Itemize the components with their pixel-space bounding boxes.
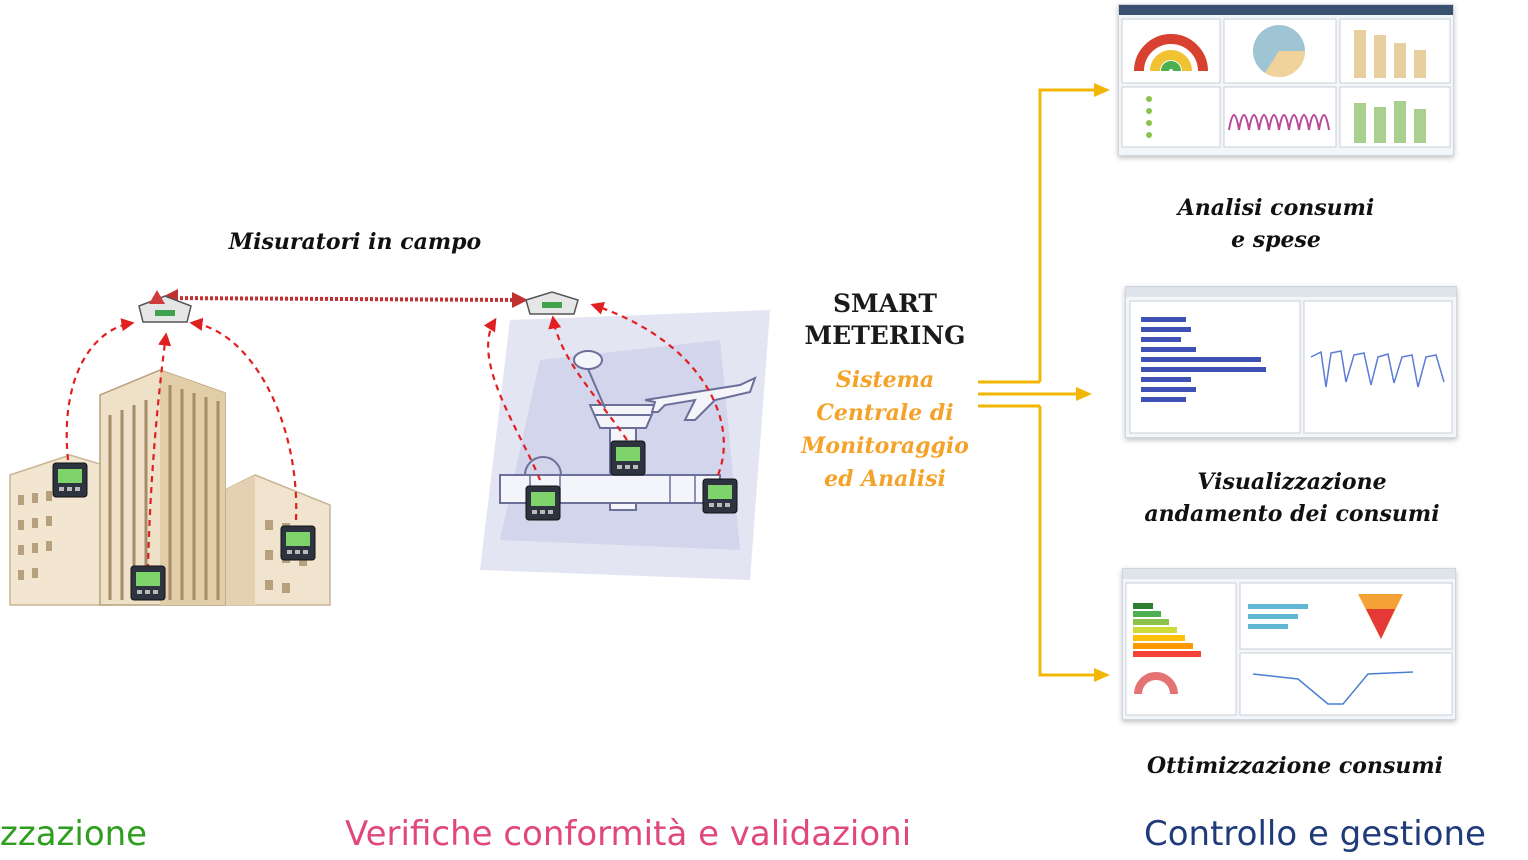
footer-middle: Verifiche conformità e validazioni (345, 814, 912, 854)
meter-icon (130, 565, 166, 601)
gateway-icon (525, 291, 579, 315)
output-caption-3: Ottimizzazione consumi (1130, 750, 1460, 782)
footer-right: Controllo e gestione (1144, 814, 1486, 854)
dashboard-thumbnail (1125, 286, 1457, 438)
output-2-line-2: andamento dei consumi (1144, 501, 1440, 527)
dashboard-thumbnail (1118, 4, 1454, 156)
subtitle-line-1: Sistema (835, 367, 935, 393)
title-line-2: METERING (804, 321, 966, 350)
dashboard-thumbnail (1122, 568, 1456, 720)
gateway-icon (138, 290, 192, 323)
field-meters-label: Misuratori in campo (228, 229, 482, 255)
subtitle-line-4: ed Analisi (824, 466, 946, 492)
title-line-1: SMART (832, 289, 938, 318)
output-2-line-1: Visualizzazione (1197, 469, 1387, 495)
subtitle-line-2: Centrale di (816, 400, 954, 426)
meter-icon (702, 478, 738, 514)
smart-metering-title: SMART METERING (770, 288, 1000, 352)
output-caption-2: Visualizzazione andamento dei consumi (1118, 466, 1466, 530)
meter-icon (525, 485, 561, 521)
output-1-line-2: e spese (1231, 227, 1321, 253)
footer-left: zzazione (0, 814, 148, 854)
subtitle-line-3: Monitoraggio (801, 433, 969, 459)
output-caption-1: Analisi consumi e spese (1118, 192, 1434, 256)
meter-icon (52, 462, 88, 498)
building-icon (9, 369, 331, 606)
meter-icon (610, 440, 646, 476)
output-3-line-1: Ottimizzazione consumi (1147, 753, 1443, 779)
output-1-line-1: Analisi consumi (1177, 195, 1375, 221)
meter-icon (280, 525, 316, 561)
smart-metering-subtitle: Sistema Centrale di Monitoraggio ed Anal… (770, 364, 1000, 496)
